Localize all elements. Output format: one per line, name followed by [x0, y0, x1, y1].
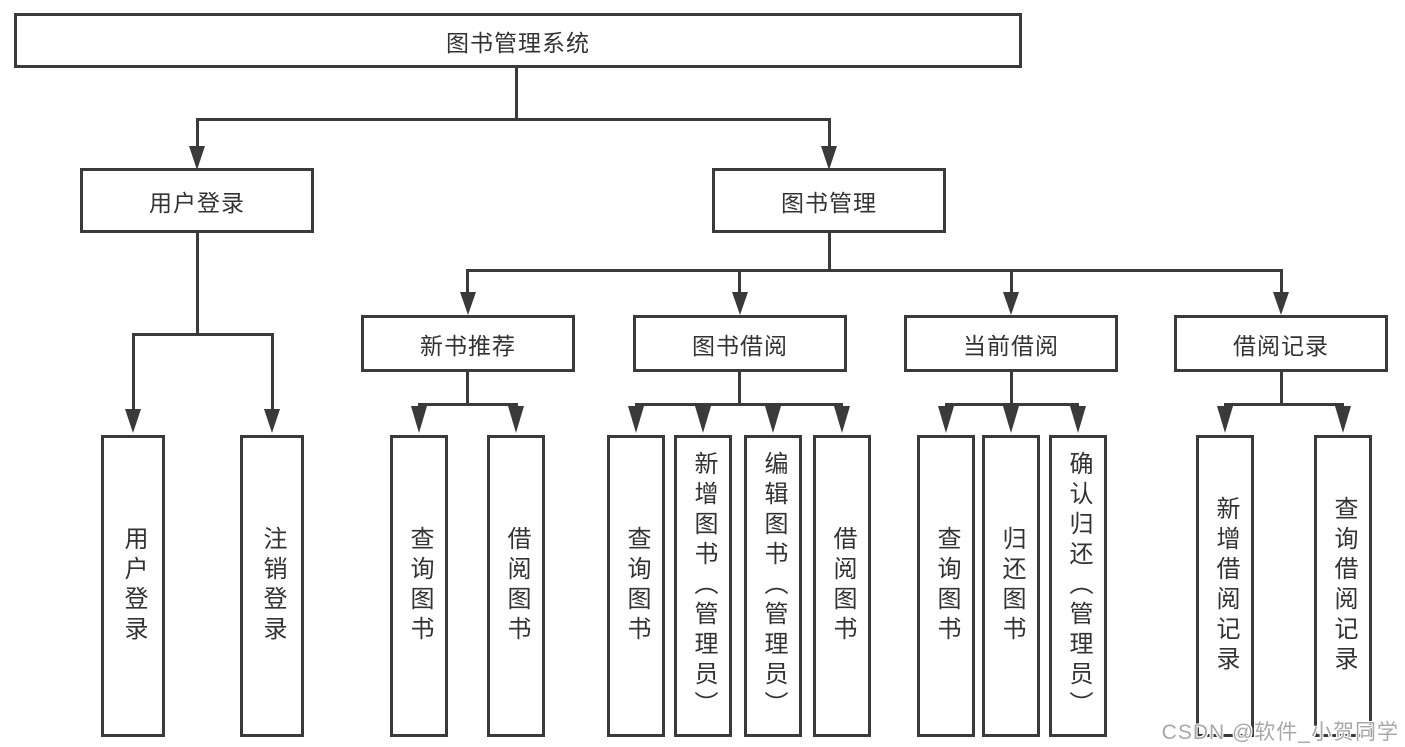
- connector-line: [1224, 403, 1344, 406]
- arrow-down-icon: [1273, 292, 1289, 315]
- arrow-down-icon: [628, 406, 644, 433]
- node-library-system: 图书管理系统: [14, 13, 1022, 68]
- connector-line: [271, 333, 274, 409]
- arrow-down-icon: [264, 409, 280, 433]
- leaf-logout: 注销登录: [240, 435, 304, 737]
- connector-line: [196, 118, 831, 121]
- node-user-login: 用户登录: [80, 168, 314, 233]
- arrow-down-icon: [1003, 292, 1019, 315]
- connector-line: [515, 68, 518, 121]
- connector-line: [196, 233, 199, 336]
- connector-line: [828, 118, 831, 148]
- connector-line: [738, 372, 741, 406]
- connector-line: [132, 333, 135, 409]
- arrow-down-icon: [460, 292, 476, 315]
- connector-line: [466, 269, 469, 294]
- node-label: 新增借阅记录: [1212, 496, 1239, 676]
- connector-line: [1010, 372, 1013, 406]
- node-current-borrowing: 当前借阅: [904, 315, 1118, 372]
- leaf-return-books: 归还图书: [982, 435, 1040, 737]
- node-label: 借阅图书: [829, 526, 856, 646]
- node-label: 用户登录: [120, 526, 147, 646]
- csdn-watermark: CSDN @软件_小贺同学: [1161, 721, 1399, 744]
- leaf-confirm-return-admin: 确认归还（管理员）: [1049, 435, 1107, 737]
- node-label: 图书管理: [781, 189, 877, 216]
- leaf-recommend-borrow-books: 借阅图书: [487, 435, 545, 737]
- connector-line: [1280, 372, 1283, 406]
- node-label: 当前借阅: [963, 332, 1059, 359]
- connector-line: [467, 269, 1283, 272]
- leaf-recommend-query-books: 查询图书: [390, 435, 448, 737]
- node-label: 图书管理系统: [446, 29, 590, 56]
- node-book-borrowing: 图书借阅: [633, 315, 847, 372]
- connector-line: [738, 269, 741, 294]
- node-new-book-recommend: 新书推荐: [361, 315, 575, 372]
- connector-line: [466, 372, 469, 406]
- arrow-down-icon: [1070, 406, 1086, 433]
- arrow-down-icon: [189, 146, 205, 170]
- node-label: 查询图书: [933, 526, 960, 646]
- node-label: 用户登录: [149, 189, 245, 216]
- node-label: 编辑图书（管理员）: [760, 451, 787, 721]
- arrow-down-icon: [411, 406, 427, 433]
- leaf-add-books-admin: 新增图书（管理员）: [674, 435, 732, 737]
- connector-line: [635, 403, 843, 406]
- node-label: 借阅图书: [503, 526, 530, 646]
- leaf-current-query-books: 查询图书: [917, 435, 975, 737]
- arrow-down-icon: [821, 146, 837, 170]
- connector-line: [828, 233, 831, 272]
- node-label: 借阅记录: [1233, 332, 1329, 359]
- leaf-borrowing-borrow-books: 借阅图书: [813, 435, 871, 737]
- leaf-borrowing-query-books: 查询图书: [607, 435, 665, 737]
- node-label: 新增图书（管理员）: [690, 451, 717, 721]
- leaf-user-login: 用户登录: [101, 435, 165, 737]
- node-label: 查询借阅记录: [1330, 496, 1357, 676]
- connector-line: [418, 403, 518, 406]
- connector-line: [1010, 269, 1013, 294]
- connector-line: [196, 118, 199, 148]
- node-label: 确认归还（管理员）: [1065, 451, 1092, 721]
- leaf-query-borrow-record: 查询借阅记录: [1314, 435, 1372, 737]
- connector-line: [945, 403, 1079, 406]
- connector-line: [132, 333, 274, 336]
- arrow-down-icon: [1217, 406, 1233, 433]
- node-label: 注销登录: [259, 526, 286, 646]
- arrow-down-icon: [695, 406, 711, 433]
- node-label: 查询图书: [406, 526, 433, 646]
- connector-line: [1280, 269, 1283, 294]
- arrow-down-icon: [938, 406, 954, 433]
- node-label: 归还图书: [998, 526, 1025, 646]
- node-label: 图书借阅: [692, 332, 788, 359]
- arrow-down-icon: [732, 292, 748, 315]
- arrow-down-icon: [834, 406, 850, 433]
- arrow-down-icon: [1335, 406, 1351, 433]
- node-label: 新书推荐: [420, 332, 516, 359]
- arrow-down-icon: [125, 409, 141, 433]
- arrow-down-icon: [508, 406, 524, 433]
- arrow-down-icon: [765, 406, 781, 433]
- node-borrow-records: 借阅记录: [1174, 315, 1388, 372]
- leaf-edit-books-admin: 编辑图书（管理员）: [744, 435, 802, 737]
- node-book-management: 图书管理: [712, 168, 946, 233]
- leaf-add-borrow-record: 新增借阅记录: [1196, 435, 1254, 737]
- node-label: 查询图书: [623, 526, 650, 646]
- arrow-down-icon: [1003, 406, 1019, 433]
